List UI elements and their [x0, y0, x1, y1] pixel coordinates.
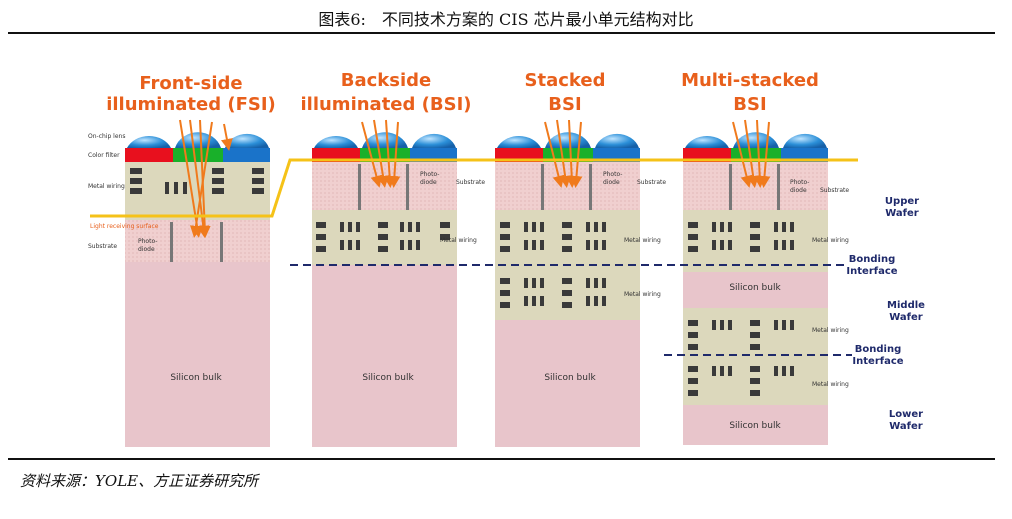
- multi-label-wiring-1: Metal wiring: [812, 237, 849, 244]
- bsi-wiring-bars: [316, 222, 450, 252]
- middle-wafer-line1: Middle: [887, 300, 925, 311]
- multi-label-photo: Photo-: [790, 179, 809, 186]
- middle-wafer-line2: Wafer: [889, 312, 923, 323]
- source-note: 资料来源：YOLE、方正证券研究所: [20, 472, 259, 490]
- multi-lower-silicon-label: Silicon bulk: [729, 421, 781, 431]
- bsi-label-photo: Photo-: [420, 171, 439, 178]
- bsi-lens-3: [412, 133, 456, 148]
- multi-label-diode: diode: [790, 187, 807, 194]
- multi-label-substrate: Substrate: [820, 187, 849, 194]
- multi-label-wiring-3: Metal wiring: [812, 381, 849, 388]
- multi-middle-silicon-label: Silicon bulk: [729, 283, 781, 293]
- right-wafer-labels: Upper Wafer Bonding Interface Middle Waf…: [846, 196, 925, 432]
- multi-lens-3: [783, 133, 827, 148]
- bsi-photodiode-layer: [312, 162, 457, 210]
- bsi-silicon-label: Silicon bulk: [362, 373, 414, 383]
- stacked-silicon-label: Silicon bulk: [544, 373, 596, 383]
- fsi-label-substrate: Substrate: [88, 243, 117, 250]
- fsi-light-arrows: [179, 119, 233, 238]
- multi-lens-1: [685, 135, 729, 148]
- stacked-stack: Photo- diode Substrate Metal wiring Meta…: [495, 119, 666, 447]
- heading-multi-line1: Multi-stacked: [681, 70, 819, 91]
- multi-upper-wiring: [683, 210, 828, 272]
- bonding2-line1: Bonding: [855, 344, 901, 355]
- stacked-lens-3: [595, 133, 639, 148]
- heading-stacked-line2: BSI: [548, 94, 581, 115]
- fsi-side-labels: On-chip lens Color filter Metal wiring L…: [88, 133, 159, 253]
- heading-fsi-line1: Front-side: [139, 73, 242, 94]
- multi-wiring-bars-upper: [688, 222, 794, 252]
- bsi-stack: Photo- diode Substrate Metal wiring Sili…: [312, 119, 485, 447]
- stacked-label-substrate: Substrate: [637, 179, 666, 186]
- stacked-label-wiring-upper: Metal wiring: [624, 237, 661, 244]
- heading-bsi-line2: illuminated (BSI): [300, 94, 471, 115]
- stacked-silicon-bulk: [495, 320, 640, 447]
- lower-wafer-line2: Wafer: [889, 421, 923, 432]
- bsi-lens-1: [314, 135, 358, 148]
- multi-wiring-bars-lower: [688, 320, 794, 396]
- bsi-pixel-separators: [358, 164, 409, 210]
- stacked-wiring-bars-lower: [500, 278, 606, 308]
- heading-stacked-line1: Stacked: [525, 70, 606, 91]
- multi-label-wiring-2: Metal wiring: [812, 327, 849, 334]
- fsi-label-diode: diode: [138, 246, 155, 253]
- top-rule: [8, 32, 995, 34]
- heading-multi-line2: BSI: [733, 94, 766, 115]
- stacked-pixel-separators: [541, 164, 592, 210]
- stacked-inline-labels: Photo- diode Substrate Metal wiring Meta…: [603, 171, 666, 298]
- multi-middle-silicon: [683, 272, 828, 308]
- upper-wafer-line2: Wafer: [885, 208, 919, 219]
- bsi-label-diode: diode: [420, 179, 437, 186]
- fsi-lens-1: [127, 135, 171, 148]
- fsi-stack: On-chip lens Color filter Metal wiring L…: [88, 119, 270, 447]
- stacked-label-photo: Photo-: [603, 171, 622, 178]
- bonding1-line2: Interface: [846, 266, 897, 277]
- heading-stacked: Stacked BSI: [525, 70, 606, 115]
- bottom-rule: [8, 458, 995, 460]
- multi-lower-silicon: [683, 405, 828, 445]
- fsi-red-filter: [125, 148, 173, 162]
- fsi-label-light: Light receiving surface: [90, 223, 159, 230]
- stacked-label-diode: diode: [603, 179, 620, 186]
- bsi-silicon-bulk: [312, 265, 457, 447]
- fsi-lens-3: [225, 133, 269, 148]
- fsi-green-filter: [173, 148, 223, 162]
- bonding1-line1: Bonding: [849, 254, 895, 265]
- figure-title: 图表6: 不同技术方案的 CIS 芯片最小单元结构对比: [318, 10, 694, 29]
- fsi-label-lens: On-chip lens: [88, 133, 125, 140]
- heading-bsi-line1: Backside: [341, 70, 431, 91]
- heading-fsi: Front-side illuminated (FSI): [106, 73, 276, 115]
- heading-fsi-line2: illuminated (FSI): [106, 94, 276, 115]
- multi-light-arrows: [732, 119, 771, 188]
- multi-inline-labels: Photo- diode Substrate Metal wiring Meta…: [790, 179, 849, 388]
- fsi-label-photo: Photo-: [138, 238, 157, 245]
- bsi-label-substrate: Substrate: [456, 179, 485, 186]
- lower-wafer-line1: Lower: [889, 409, 923, 420]
- heading-bsi: Backside illuminated (BSI): [300, 70, 471, 115]
- multi-pixel-separators: [729, 164, 780, 210]
- bsi-label-wiring: Metal wiring: [440, 237, 477, 244]
- fsi-wiring-bars: [130, 168, 264, 194]
- multi-photodiode-layer: [683, 162, 828, 210]
- fsi-silicon-bulk: [125, 262, 270, 447]
- bsi-inline-labels: Photo- diode Substrate Metal wiring: [420, 171, 485, 244]
- bonding2-line2: Interface: [852, 356, 903, 367]
- fsi-pixel-separators: [170, 222, 223, 262]
- stacked-wiring-bars-upper: [500, 222, 606, 252]
- upper-wafer-line1: Upper: [885, 196, 919, 207]
- fsi-silicon-label: Silicon bulk: [170, 373, 222, 383]
- stacked-photodiode-layer: [495, 162, 640, 210]
- fsi-label-wiring: Metal wiring: [88, 183, 125, 190]
- stacked-lens-1: [497, 135, 541, 148]
- heading-multi-stacked: Multi-stacked BSI: [681, 70, 819, 115]
- stacked-label-wiring-lower: Metal wiring: [624, 291, 661, 298]
- stacked-light-arrows: [544, 119, 583, 188]
- multi-stack: Photo- diode Substrate Metal wiring Meta…: [683, 119, 849, 445]
- bsi-light-arrows: [361, 119, 401, 188]
- light-receiving-surface-line: [90, 158, 858, 218]
- fsi-blue-filter: [223, 148, 270, 162]
- fsi-label-filter: Color filter: [88, 152, 120, 159]
